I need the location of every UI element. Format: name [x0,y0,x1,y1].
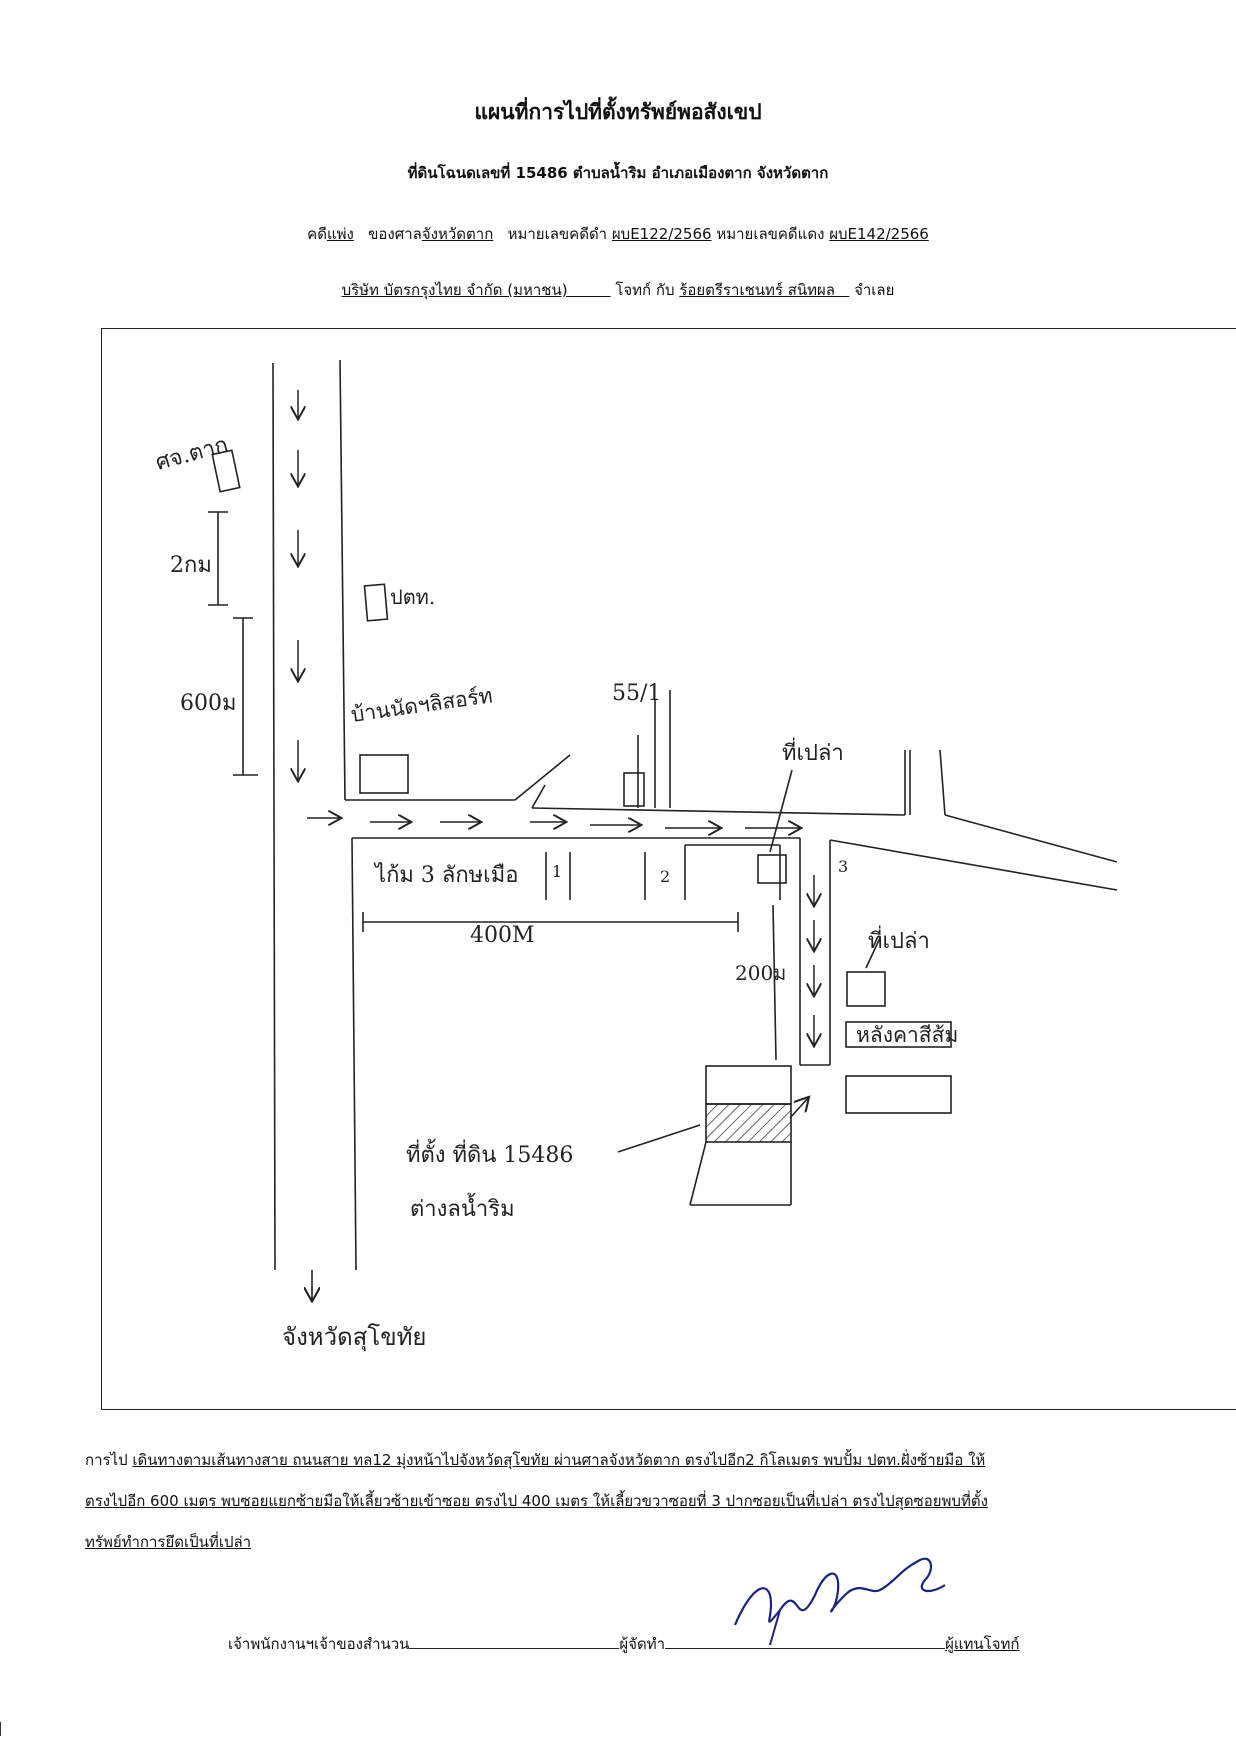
ptt-label: ปตท. [390,585,435,609]
target-land-plot [705,1103,792,1143]
main-road-left-edge [272,362,276,1271]
versus-label: กับ [655,281,675,299]
distance-2km-label: 2กม [170,553,212,578]
red-case-number: ผบE142/2566 [829,225,929,243]
black-case-label: หมายเลขคดีดำ [507,225,608,243]
village-resort-label: บ้านนัดฯลิสอร์ท [349,683,494,727]
document-title: แผนที่การไปที่ตั้งทรัพย์พอสังเขป [474,100,762,124]
orange-roof-label: หลังคาสีส้ม [856,1023,958,1047]
handwritten-signature [733,1557,946,1646]
red-case-label: หมายเลขคดีแดง [716,225,825,243]
distance-200m-label: 200ม [735,961,786,985]
main-road-right-edge [339,359,346,801]
land-deed-subtitle: ที่ดินโฉนดเลขที่ 15486 ตำบลน้ำริม อำเภอเ… [407,164,829,182]
case-type: แพ่ง [326,225,354,243]
land-location-label: ที่ตั้ง ที่ดิน 15486 [406,1139,573,1168]
directions-line-1: เดินทางตามเส้นทางสาย ถนนสาย ทล12 มุ่งหน้… [132,1451,986,1469]
defendant-label: จำเลย [854,281,895,299]
defendant-name: ร้อยตรีราเชนทร์ สนิทผล [679,281,835,299]
soi-number-1: 1 [552,862,562,881]
soi-number-3: 3 [838,857,848,876]
preparer-label: ผู้จัดทำ [619,1635,666,1653]
officer-label: เจ้าพนักงานฯเจ้าของสำนวน [228,1635,410,1653]
distance-400m-label: 400M [470,923,535,948]
plaintiff-label: โจทก์ [615,281,652,299]
empty-land-label-2: ที่เปล่า [868,925,930,954]
empty-land-label-1: ที่เปล่า [782,737,844,766]
directions-line-3: ทรัพย์ทำการยึดเป็นที่เปล่า [85,1533,252,1551]
scan-mark [0,1722,1,1736]
distance-600m-label: 600ม [180,691,237,716]
court-name: จังหวัดตาก [421,225,494,243]
directions-text: การไป เดินทางตามเส้นทางสาย ถนนสาย ทล12 ม… [85,1440,1197,1563]
house-55-1-label: 55/1 [612,681,661,706]
court-prefix: ของศาล [368,225,422,243]
black-case-number: ผบE122/2566 [611,225,712,243]
case-info-line: คดีแพ่ง ของศาลจังหวัดตาก หมายเลขคดีดำ ผบ… [0,222,1236,246]
directions-line-2: ตรงไปอีก 600 เมตร พบซอยแยกซ้ายมือให้เลี้… [85,1492,988,1510]
soi-number-2: 2 [660,867,670,886]
directions-label: การไป [85,1451,128,1469]
parties-line: บริษัท บัตรกรุงไทย จำกัด (มหาชน) โจทก์ ก… [0,278,1236,302]
sukhothai-destination-label: จังหวัดสุโขทัย [282,1323,427,1352]
case-prefix: คดี [307,225,327,243]
plaintiff-representative-label: ผู้แทนโจทก์ [945,1635,1020,1653]
map-frame [101,328,1236,1410]
plaintiff-name: บริษัท บัตรกรุงไทย จำกัด (มหาชน) [341,281,568,299]
signature-line: เจ้าพนักงานฯเจ้าของสำนวน ผู้จัดทำ ผู้แทนโจ… [228,1632,1019,1656]
court-label: ศจ.ตาก [153,433,231,476]
subdistrict-label: ต่างลน้ำริม [410,1193,515,1222]
soi-label: ไก้ม 3 ลักษเมือ [373,862,518,888]
main-road-right-edge-lower [351,837,357,1271]
